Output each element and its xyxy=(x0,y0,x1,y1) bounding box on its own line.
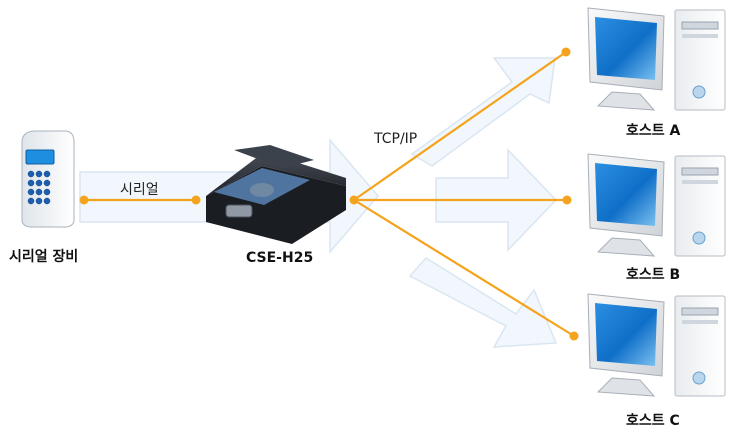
connection-lines xyxy=(84,51,575,337)
keypad-device-icon xyxy=(21,130,75,228)
host-b-computer-icon xyxy=(587,153,726,257)
line-host-a xyxy=(353,51,567,201)
host-c-label: 호스트 C xyxy=(626,413,680,429)
host-a-label: 호스트 A xyxy=(626,123,681,139)
serial-link-label: 시리얼 xyxy=(120,182,159,198)
network-label: TCP/IP xyxy=(374,131,418,147)
serial-device-label: 시리얼 장비 xyxy=(9,249,79,265)
cse-h25-device-icon xyxy=(206,145,346,244)
host-b-label: 호스트 B xyxy=(626,267,681,283)
host-a-computer-icon xyxy=(587,7,726,111)
host-c-computer-icon xyxy=(587,293,726,397)
flow-arrow-host-c xyxy=(408,257,558,348)
converter-label: CSE-H25 xyxy=(246,250,314,266)
line-host-c xyxy=(353,199,575,337)
connection-dots xyxy=(79,47,579,341)
